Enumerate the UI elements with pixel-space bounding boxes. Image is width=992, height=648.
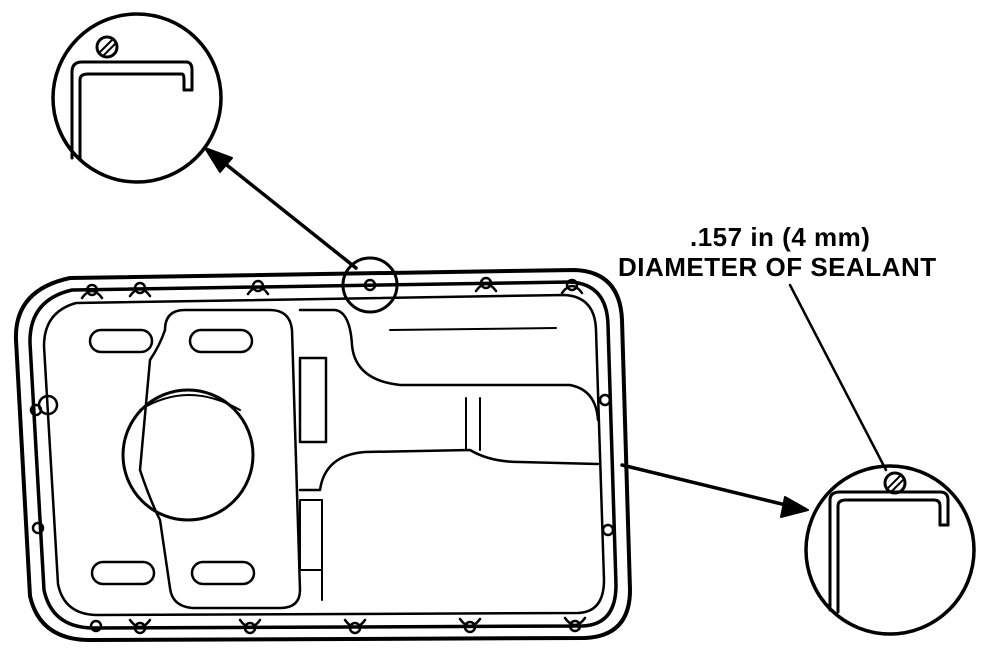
pan-flange-outer — [13, 268, 632, 642]
arrow-to-bottom-detail — [620, 463, 809, 518]
bolt-holes — [29, 276, 615, 635]
sealant-bead-top — [95, 35, 119, 59]
upper-contour — [298, 308, 600, 422]
pump-cover-rim — [139, 394, 241, 411]
slot-top-left — [88, 328, 154, 354]
detail-view-bottom — [804, 464, 976, 636]
leader-line-sealant — [788, 283, 888, 472]
sealant-size-label: .157 in (4 mm) — [690, 222, 871, 252]
sealant-wiggles — [80, 282, 587, 629]
sealant-bead-line — [28, 280, 618, 630]
slot-bottom-right — [190, 560, 256, 586]
detail-view-top — [51, 12, 223, 184]
pump-cover-circle — [121, 388, 255, 522]
slot-bottom-left — [90, 560, 156, 586]
top-ridge — [389, 327, 557, 331]
detail-marker-circle — [341, 256, 399, 314]
sealant-bead-bottom — [883, 471, 907, 495]
pan-flange-inner — [42, 293, 606, 617]
rib — [465, 397, 481, 451]
sump-left — [138, 308, 302, 610]
arrow-to-top-detail — [204, 147, 358, 270]
center-boss — [298, 356, 328, 444]
sealant-diameter-label: DIAMETER OF SEALANT — [618, 252, 937, 282]
slot-top-right — [188, 328, 254, 354]
center-boss-lower — [299, 499, 323, 571]
lower-contour — [298, 448, 600, 492]
oil-pan — [13, 268, 632, 642]
